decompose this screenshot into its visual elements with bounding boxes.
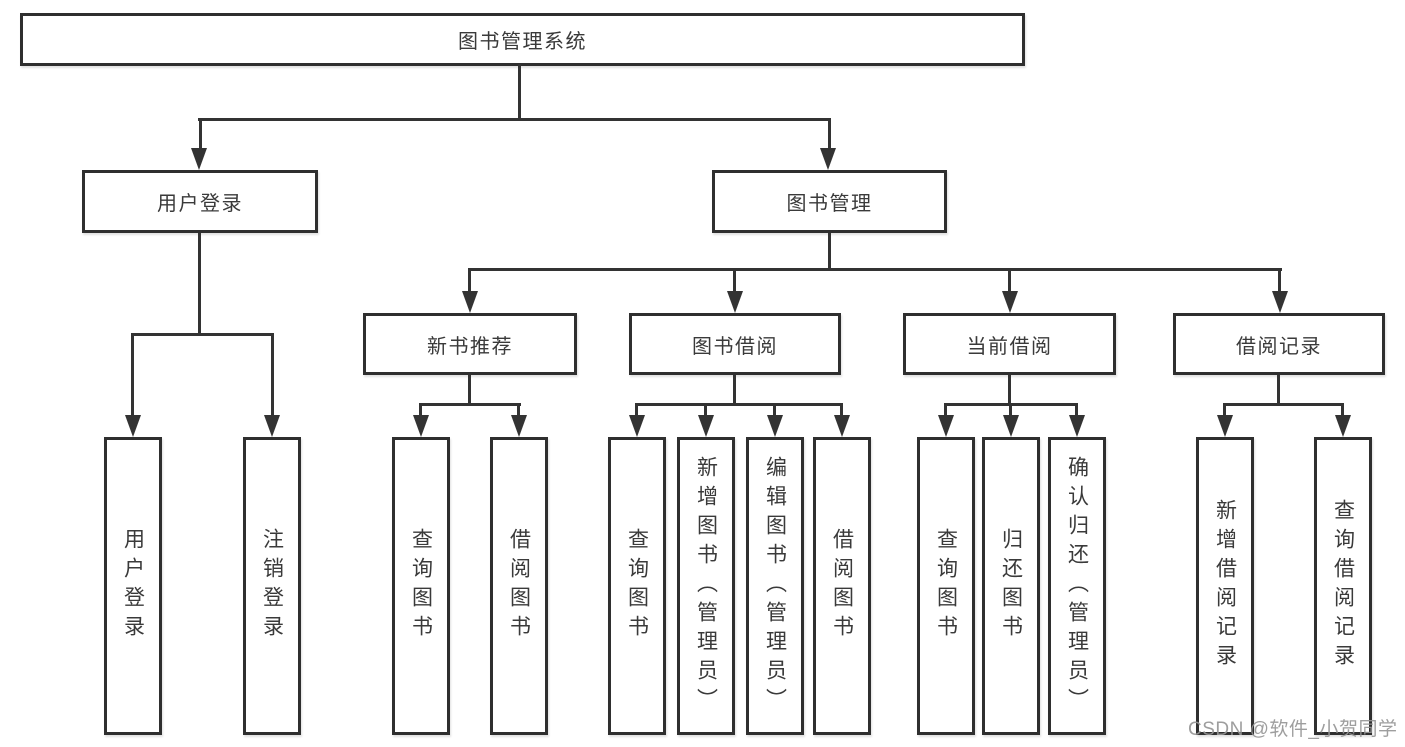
arrow-head	[462, 291, 478, 313]
connector-line	[773, 403, 776, 417]
arrow-head	[727, 291, 743, 313]
node-label: 新书推荐	[427, 335, 513, 358]
node-label: 新增图书（管理员）	[694, 455, 718, 717]
leaf-edit-books-admin: 编辑图书（管理员）	[746, 437, 804, 735]
arrow-head	[1002, 291, 1018, 313]
leaf-query-books-borrowing: 查询图书	[608, 437, 666, 735]
node-label: 查询图书	[409, 528, 433, 644]
connector-line	[131, 333, 134, 417]
leaf-query-borrow-record: 查询借阅记录	[1314, 437, 1372, 735]
arrow-head	[1217, 415, 1233, 437]
leaf-logout: 注销登录	[243, 437, 301, 735]
leaf-add-books-admin: 新增图书（管理员）	[677, 437, 735, 735]
connector-line	[517, 403, 520, 417]
connector-line	[1008, 268, 1011, 293]
connector-line	[198, 233, 201, 336]
leaf-query-books-current: 查询图书	[917, 437, 975, 735]
connector-line	[469, 268, 1282, 271]
connector-line	[1008, 375, 1011, 406]
arrow-head	[698, 415, 714, 437]
connector-line	[199, 118, 202, 152]
connector-line	[1223, 403, 1226, 417]
leaf-confirm-return-admin: 确认归还（管理员）	[1048, 437, 1106, 735]
connector-line	[1075, 403, 1078, 417]
connector-line	[635, 403, 843, 406]
connector-line	[271, 333, 274, 417]
node-label: 查询借阅记录	[1331, 499, 1355, 673]
connector-line	[131, 333, 274, 336]
arrow-head	[1335, 415, 1351, 437]
leaf-return-books: 归还图书	[982, 437, 1040, 735]
node-borrowing-records: 借阅记录	[1173, 313, 1385, 375]
leaf-borrow-books-recommend: 借阅图书	[490, 437, 548, 735]
node-label: 查询图书	[625, 528, 649, 644]
arrow-head	[264, 415, 280, 437]
arrow-head	[767, 415, 783, 437]
node-label: 归还图书	[999, 528, 1023, 644]
connector-line	[1278, 268, 1281, 293]
connector-line	[944, 403, 947, 417]
connector-line	[468, 375, 471, 406]
connector-line	[733, 268, 736, 293]
node-label: 新增借阅记录	[1213, 499, 1237, 673]
connector-line	[704, 403, 707, 417]
arrow-head	[1003, 415, 1019, 437]
connector-line	[840, 403, 843, 417]
leaf-borrow-books-borrowing: 借阅图书	[813, 437, 871, 735]
connector-line	[468, 268, 471, 293]
leaf-user-login: 用户登录	[104, 437, 162, 735]
node-label: 图书管理	[786, 193, 873, 215]
node-book-borrowing: 图书借阅	[629, 313, 841, 375]
node-book-management: 图书管理	[712, 170, 947, 233]
node-current-borrowing: 当前借阅	[903, 313, 1116, 375]
arrow-head	[413, 415, 429, 437]
arrow-head	[511, 415, 527, 437]
node-user-login: 用户登录	[82, 170, 318, 233]
node-label: 借阅图书	[830, 528, 854, 644]
node-label: 编辑图书（管理员）	[763, 455, 787, 717]
arrow-head	[834, 415, 850, 437]
node-label: 确认归还（管理员）	[1065, 455, 1089, 717]
arrow-head	[125, 415, 141, 437]
node-label: 借阅图书	[507, 528, 531, 644]
node-label: 注销登录	[260, 528, 284, 644]
connector-line	[828, 118, 831, 152]
node-label: 当前借阅	[966, 335, 1053, 358]
connector-line	[828, 233, 831, 271]
connector-line	[419, 403, 422, 417]
csdn-watermark: CSDN @软件_小贺同学	[1188, 719, 1398, 740]
arrow-head	[191, 148, 207, 170]
arrow-head	[629, 415, 645, 437]
connector-line	[1223, 403, 1344, 406]
node-label: 借阅记录	[1236, 335, 1322, 358]
connector-line	[1009, 403, 1012, 417]
node-label: 图书管理系统	[458, 31, 587, 53]
connector-line	[518, 64, 521, 121]
node-label: 图书借阅	[692, 335, 778, 358]
node-label: 用户登录	[121, 528, 145, 644]
connector-line	[733, 375, 736, 406]
leaf-add-borrow-record: 新增借阅记录	[1196, 437, 1254, 735]
connector-line	[1341, 403, 1344, 417]
node-label: 查询图书	[934, 528, 958, 644]
leaf-query-books-recommend: 查询图书	[392, 437, 450, 735]
node-label: 用户登录	[157, 193, 243, 215]
node-new-book-recommendation: 新书推荐	[363, 313, 577, 375]
arrow-head	[1069, 415, 1085, 437]
arrow-head	[1272, 291, 1288, 313]
connector-line	[419, 403, 521, 406]
node-library-management-system: 图书管理系统	[20, 13, 1025, 66]
connector-line	[1277, 375, 1280, 406]
arrow-head	[820, 148, 836, 170]
arrow-head	[938, 415, 954, 437]
connector-line	[635, 403, 638, 417]
connector-line	[198, 118, 831, 121]
